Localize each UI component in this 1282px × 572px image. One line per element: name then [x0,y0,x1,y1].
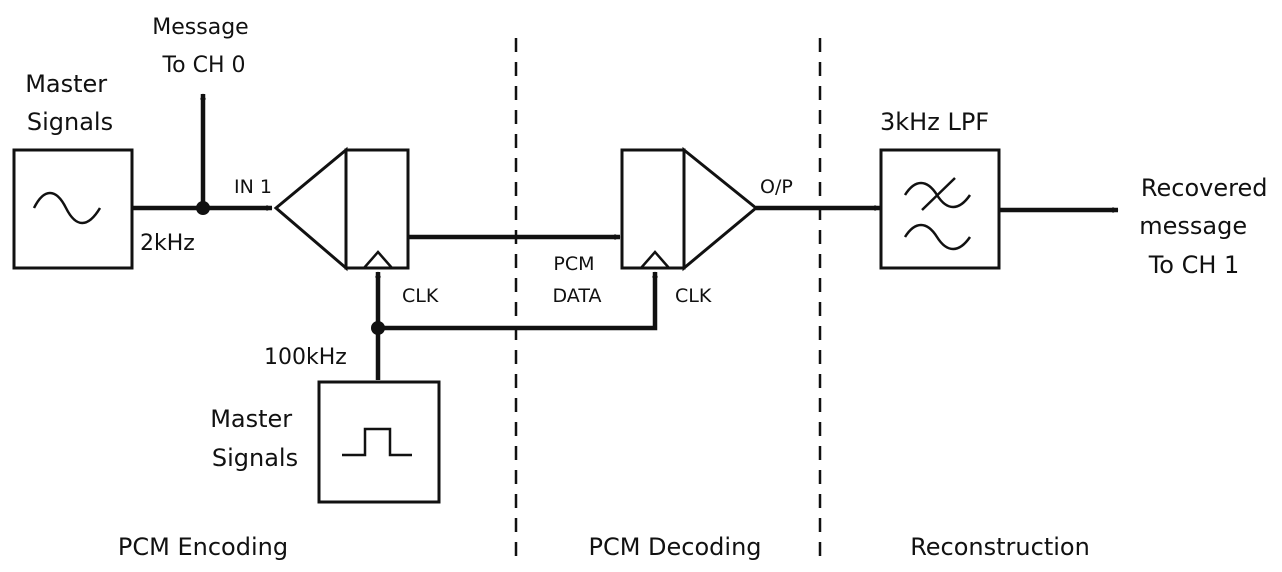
section-pcm-decoding: PCM Decoding [588,533,761,561]
master-signals-bottom-label: Master Signals [210,405,300,472]
clk-decoder-label: CLK [675,285,712,307]
pcm-decoder-block [620,146,759,272]
freq-100khz-label: 100kHz [264,345,347,370]
recovered-message-label: Recovered message To CH 1 [1139,174,1275,279]
wire-clock-decoder [378,271,658,331]
square-wave-icon [342,427,412,457]
freq-2khz-label: 2kHz [140,231,195,256]
clk-encoder-label: CLK [402,285,439,307]
section-reconstruction: Reconstruction [910,533,1090,561]
sine-source-block [12,148,134,270]
in1-label: IN 1 [234,176,272,198]
master-signals-top-label: Master Signals [25,70,115,136]
lpf-block [879,148,1001,270]
lpf-label: 3kHz LPF [880,108,989,136]
clock-edge-icon [363,250,393,269]
section-pcm-encoding: PCM Encoding [118,533,288,561]
message-ch0-label: Message To CH 0 [152,15,255,78]
sine-wave-icon [32,191,102,225]
square-clock-source-block [317,380,441,504]
clock-edge-icon [640,250,670,269]
op-label: O/P [760,176,793,198]
pcm-encoder-block [273,146,410,272]
pcm-data-label: PCM DATA [553,253,602,307]
